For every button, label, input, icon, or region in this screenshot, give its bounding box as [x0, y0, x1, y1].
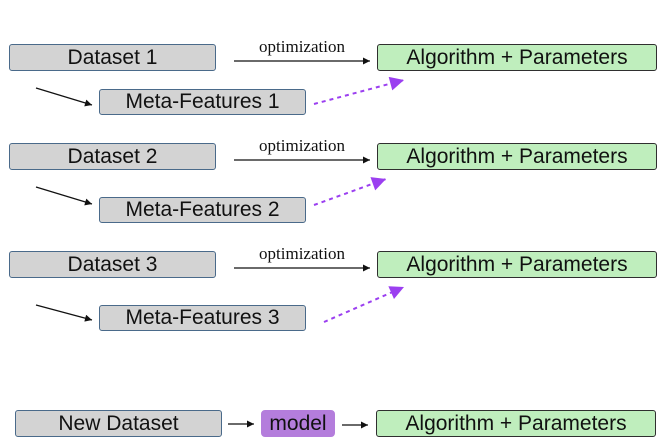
meta-features-label-2: Meta-Features 2	[125, 198, 280, 221]
meta-feature-arrow-1	[35, 87, 93, 107]
new-dataset-box: New Dataset	[15, 410, 222, 437]
result-box-2: Algorithm + Parameters	[377, 143, 657, 170]
optimization-label-1: optimization	[259, 37, 345, 56]
dataset-label-1: Dataset 1	[67, 45, 158, 69]
result-label-1: Algorithm + Parameters	[406, 45, 628, 69]
dashed-arrow-1	[313, 76, 405, 105]
meta-features-box-3: Meta-Features 3	[99, 305, 306, 331]
meta-features-box-2: Meta-Features 2	[99, 197, 306, 223]
dashed-arrow-3	[323, 286, 405, 323]
result-box-new: Algorithm + Parameters	[376, 410, 656, 437]
dataset-box-3: Dataset 3	[9, 251, 216, 278]
meta-feature-arrow-3	[35, 304, 93, 322]
dataset-label-2: Dataset 2	[67, 144, 158, 168]
result-box-1: Algorithm + Parameters	[377, 44, 657, 71]
result-box-3: Algorithm + Parameters	[377, 251, 657, 278]
new-dataset-label: New Dataset	[58, 411, 179, 435]
meta-features-label-1: Meta-Features 1	[125, 90, 280, 113]
optimization-label-3: optimization	[259, 244, 345, 263]
dataset-box-1: Dataset 1	[9, 44, 216, 71]
dashed-arrow-2	[313, 177, 387, 206]
meta-features-label-3: Meta-Features 3	[125, 306, 280, 329]
meta-features-box-1: Meta-Features 1	[99, 89, 306, 115]
result-label-new: Algorithm + Parameters	[405, 411, 627, 435]
meta-feature-arrow-2	[35, 186, 93, 206]
model-box: model	[261, 410, 335, 437]
result-label-2: Algorithm + Parameters	[406, 144, 628, 168]
optimization-label-2: optimization	[259, 136, 345, 155]
dataset-label-3: Dataset 3	[67, 252, 158, 276]
dataset-box-2: Dataset 2	[9, 143, 216, 170]
model-label: model	[269, 411, 327, 435]
result-label-3: Algorithm + Parameters	[406, 252, 628, 276]
